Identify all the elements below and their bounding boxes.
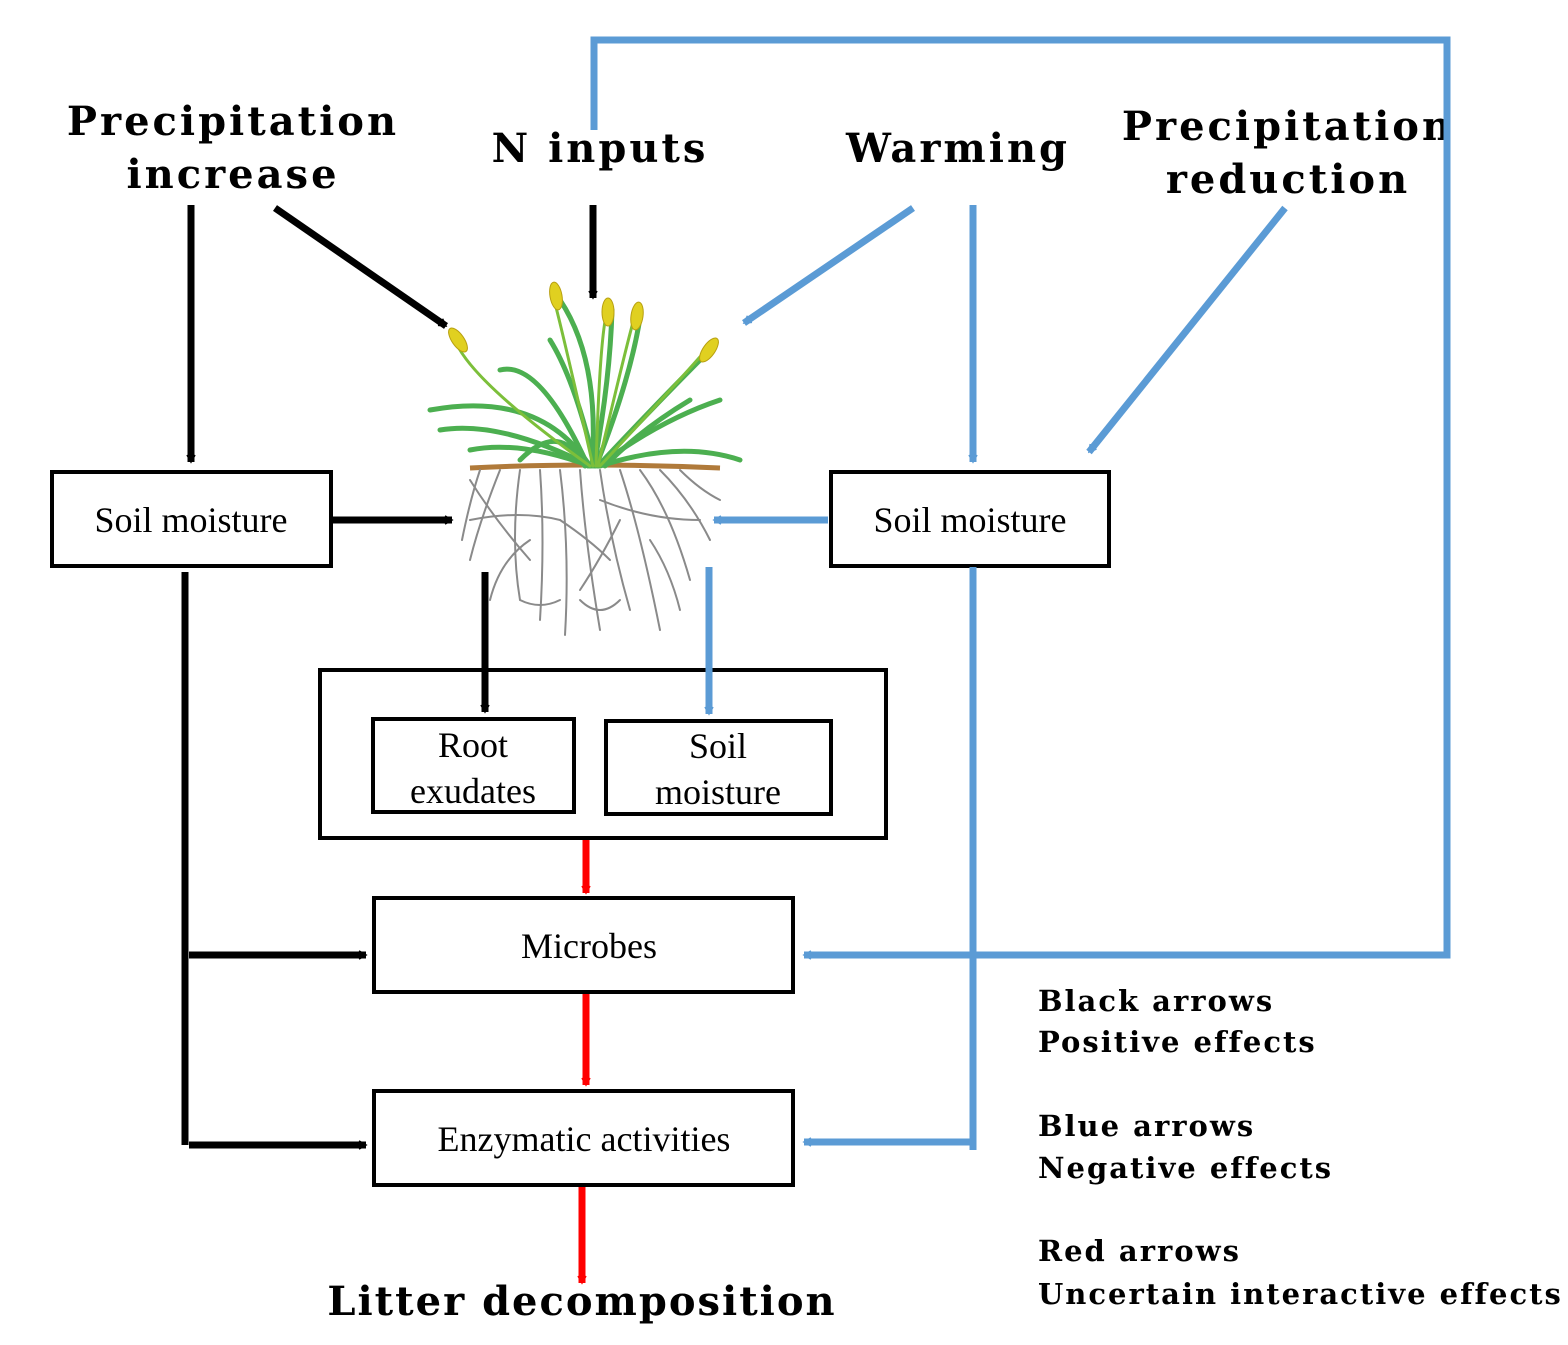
enzymatic-activities-box: Enzymatic activities: [372, 1089, 795, 1187]
precip-increase-line2: increase: [126, 151, 339, 198]
microbes-text: Microbes: [521, 926, 657, 966]
legend-black-title: Black arrows: [1038, 984, 1274, 1018]
precip-increase-line1: Precipitation: [67, 98, 399, 145]
warming-label: Warming: [845, 125, 1070, 172]
soil-moisture-right-text: Soil moisture: [873, 500, 1066, 540]
soil-moisture-right-box: Soil moisture: [829, 470, 1111, 568]
legend-blue-title: Blue arrows: [1038, 1109, 1255, 1143]
precip-reduction-line2: reduction: [1166, 156, 1410, 203]
black-arrows: [181, 205, 598, 1150]
precip-reduction-line1: Precipitation: [1122, 103, 1454, 150]
root-exudates-box: Root exudates: [371, 717, 576, 814]
root-exudates-line2: exudates: [410, 771, 536, 811]
arrow-n-to-microbes: [590, 36, 1451, 960]
enzymatic-activities-text: Enzymatic activities: [438, 1119, 731, 1159]
blue-arrows: [590, 36, 1451, 1150]
precipitation-increase-label: Precipitation increase: [67, 98, 399, 198]
legend-red-title: Red arrows: [1038, 1234, 1241, 1268]
soil-moisture-center-line2: moisture: [655, 772, 781, 812]
precipitation-reduction-label: Precipitation reduction: [1122, 103, 1454, 203]
root-soil-group-box: [318, 668, 888, 840]
legend: Black arrows Positive effects Blue arrow…: [1038, 984, 1563, 1311]
n-inputs-label: N inputs: [492, 125, 709, 172]
red-arrows: [577, 840, 591, 1285]
arrow-precip-to-plant: [273, 205, 448, 329]
legend-red-meaning: Uncertain interactive effects: [1038, 1277, 1563, 1311]
plant-illustration: [427, 281, 743, 636]
legend-black-meaning: Positive effects: [1038, 1025, 1317, 1059]
soil-moisture-left-box: Soil moisture: [50, 470, 333, 568]
soil-moisture-center-box: Soil moisture: [604, 719, 833, 816]
soil-moisture-left-text: Soil moisture: [94, 500, 287, 540]
litter-decomposition-label: Litter decomposition: [327, 1278, 836, 1325]
legend-blue-meaning: Negative effects: [1038, 1151, 1333, 1185]
arrow-precip-reduction-to-soil-right: [1086, 205, 1288, 455]
soil-moisture-center-line1: Soil: [689, 726, 747, 766]
microbes-box: Microbes: [372, 896, 795, 994]
root-exudates-line1: Root: [438, 725, 508, 765]
arrow-warming-to-plant: [742, 205, 915, 326]
